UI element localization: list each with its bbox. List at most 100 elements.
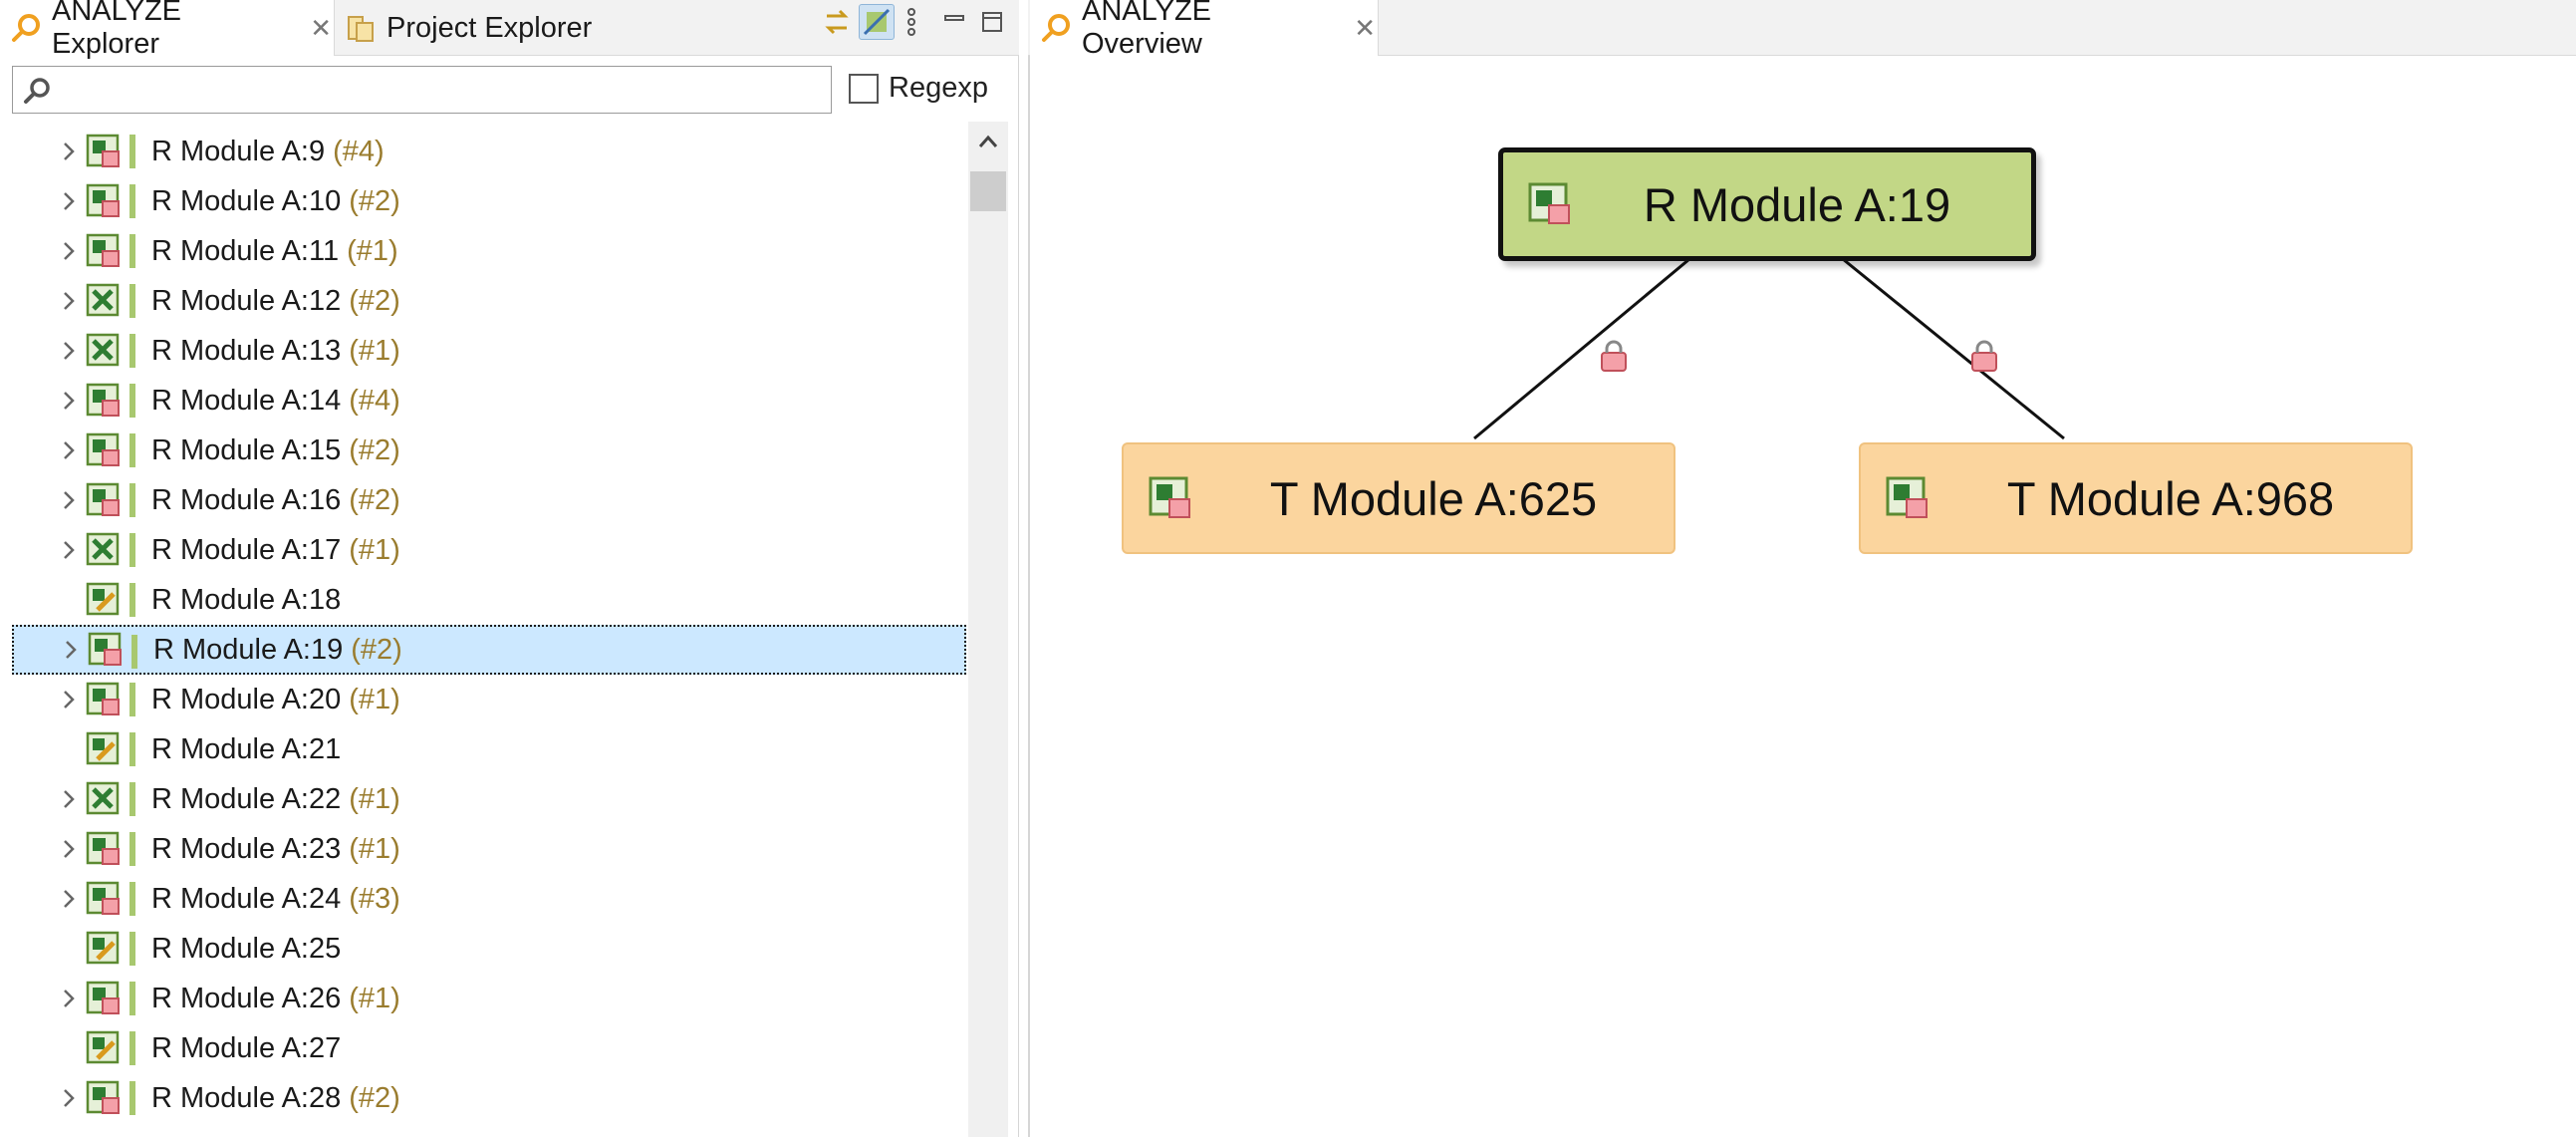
tree-item[interactable]: R Module A:14(#4) (12, 376, 966, 426)
graph-node-child[interactable]: T Module A:625 (1122, 442, 1675, 554)
tree-item[interactable]: R Module A:22(#1) (12, 774, 966, 824)
tree-item[interactable]: R Module A:12(#2) (12, 276, 966, 326)
minimize-button[interactable] (936, 4, 972, 40)
tab-analyze-explorer[interactable]: ANALYZE Explorer ✕ (0, 0, 335, 60)
tree-item[interactable]: R Module A:26(#1) (12, 974, 966, 1023)
scroll-thumb[interactable] (970, 171, 1006, 211)
module-link-icon (86, 134, 122, 169)
view-menu-button[interactable] (899, 4, 924, 40)
graph-node-child[interactable]: T Module A:968 (1859, 442, 2413, 554)
tree-item[interactable]: R Module A:18 (12, 575, 966, 625)
module-edit-icon (86, 582, 122, 618)
filter-toggle-button[interactable] (859, 4, 895, 40)
search-input[interactable] (61, 71, 818, 109)
maximize-icon (982, 12, 1002, 32)
module-edit-icon (86, 931, 122, 967)
status-bar-marker (129, 533, 135, 567)
tree-item[interactable]: R Module A:11(#1) (12, 226, 966, 276)
tree-item[interactable]: R Module A:17(#1) (12, 525, 966, 575)
regexp-label: Regexp (889, 72, 988, 104)
tree-item-label: R Module A:20(#1) (151, 684, 400, 716)
overview-graph-canvas: R Module A:19 T Module A:625 T Module A:… (1028, 56, 2576, 1137)
module-link-icon (86, 482, 122, 518)
scroll-up-button[interactable] (968, 122, 1008, 161)
tree-item[interactable]: R Module A:25 (12, 924, 966, 974)
tree-item[interactable]: R Module A:23(#1) (12, 824, 966, 874)
tree-item[interactable]: R Module A:20(#1) (12, 675, 966, 724)
chevron-right-icon[interactable] (56, 437, 82, 463)
chevron-right-icon[interactable] (56, 986, 82, 1011)
module-link-icon (86, 881, 122, 917)
module-link-icon (86, 1080, 122, 1116)
edge-root-to-t968[interactable] (1842, 257, 2065, 440)
status-bar-marker (129, 334, 135, 368)
status-bar-marker (129, 284, 135, 318)
filter-off-icon (863, 8, 891, 36)
tree-item-count: (#2) (349, 483, 400, 516)
tree-item[interactable]: R Module A:28(#2) (12, 1073, 966, 1123)
tree-item-text: R Module A:28 (151, 1081, 342, 1114)
chevron-right-icon[interactable] (56, 836, 82, 862)
module-link-icon (86, 233, 122, 269)
tab-project-explorer[interactable]: Project Explorer (335, 0, 624, 56)
tree-item[interactable]: R Module A:24(#3) (12, 874, 966, 924)
tree-item-label: R Module A:18 (151, 584, 341, 617)
maximize-button[interactable] (974, 4, 1010, 40)
module-link-icon (86, 981, 122, 1016)
lock-icon (1601, 340, 1627, 372)
tree-item-label: R Module A:24(#3) (151, 883, 400, 916)
tree-item-text: R Module A:26 (151, 982, 342, 1014)
chevron-right-icon[interactable] (56, 687, 82, 712)
chevron-right-icon[interactable] (56, 1085, 82, 1111)
tree-item[interactable]: R Module A:21 (12, 724, 966, 774)
status-bar-marker (129, 683, 135, 716)
tree-item[interactable]: R Module A:27 (12, 1023, 966, 1073)
chevron-right-icon[interactable] (56, 487, 82, 513)
chevron-right-icon[interactable] (58, 637, 84, 663)
tab-analyze-overview[interactable]: ANALYZE Overview ✕ (1030, 0, 1379, 60)
status-bar-marker (129, 732, 135, 766)
more-vertical-icon (907, 8, 915, 36)
edge-root-to-t625[interactable] (1473, 257, 1690, 440)
tree-item-count: (#2) (351, 633, 402, 666)
module-icon (86, 333, 122, 369)
search-box[interactable] (12, 66, 832, 114)
status-bar-marker (129, 782, 135, 816)
chevron-right-icon[interactable] (56, 537, 82, 563)
chevron-right-icon[interactable] (56, 886, 82, 912)
tree-item-label: R Module A:26(#1) (151, 983, 400, 1015)
tree-scrollbar[interactable] (968, 122, 1008, 1137)
tree-item-count: (#2) (349, 284, 400, 317)
status-bar-marker (129, 583, 135, 617)
chevron-right-icon[interactable] (56, 288, 82, 314)
chevron-right-icon[interactable] (56, 786, 82, 812)
tree-item-label: R Module A:15(#2) (151, 434, 400, 467)
tree-item[interactable]: R Module A:19(#2) (12, 625, 966, 675)
tree-item[interactable]: R Module A:15(#2) (12, 426, 966, 475)
graph-node-child-label: T Module A:625 (1269, 471, 1598, 525)
regexp-checkbox[interactable] (849, 74, 879, 104)
search-analyze-icon (1040, 11, 1074, 45)
chevron-right-icon[interactable] (56, 238, 82, 264)
tree-item-text: R Module A:13 (151, 334, 342, 367)
close-icon[interactable]: ✕ (1354, 12, 1376, 43)
tree-item[interactable]: R Module A:16(#2) (12, 475, 966, 525)
tree-item-text: R Module A:25 (151, 932, 342, 965)
project-folder-icon (345, 11, 379, 45)
chevron-right-icon[interactable] (56, 188, 82, 214)
tree-item-label: R Module A:22(#1) (151, 783, 400, 816)
graph-node-root[interactable]: R Module A:19 (1498, 147, 2036, 261)
chevron-right-icon[interactable] (56, 388, 82, 414)
status-bar-marker (129, 184, 135, 218)
tree-item[interactable]: R Module A:13(#1) (12, 326, 966, 376)
tree-item[interactable]: R Module A:9(#4) (12, 127, 966, 176)
chevron-right-icon[interactable] (56, 338, 82, 364)
tree-item-text: R Module A:21 (151, 732, 342, 765)
tree-item-label: R Module A:23(#1) (151, 833, 400, 866)
close-icon[interactable]: ✕ (310, 12, 333, 43)
link-with-editor-button[interactable] (819, 4, 855, 40)
chevron-right-icon[interactable] (56, 139, 82, 164)
tree-item[interactable]: R Module A:10(#2) (12, 176, 966, 226)
tree-item-count: (#1) (349, 683, 400, 715)
module-icon (86, 781, 122, 817)
